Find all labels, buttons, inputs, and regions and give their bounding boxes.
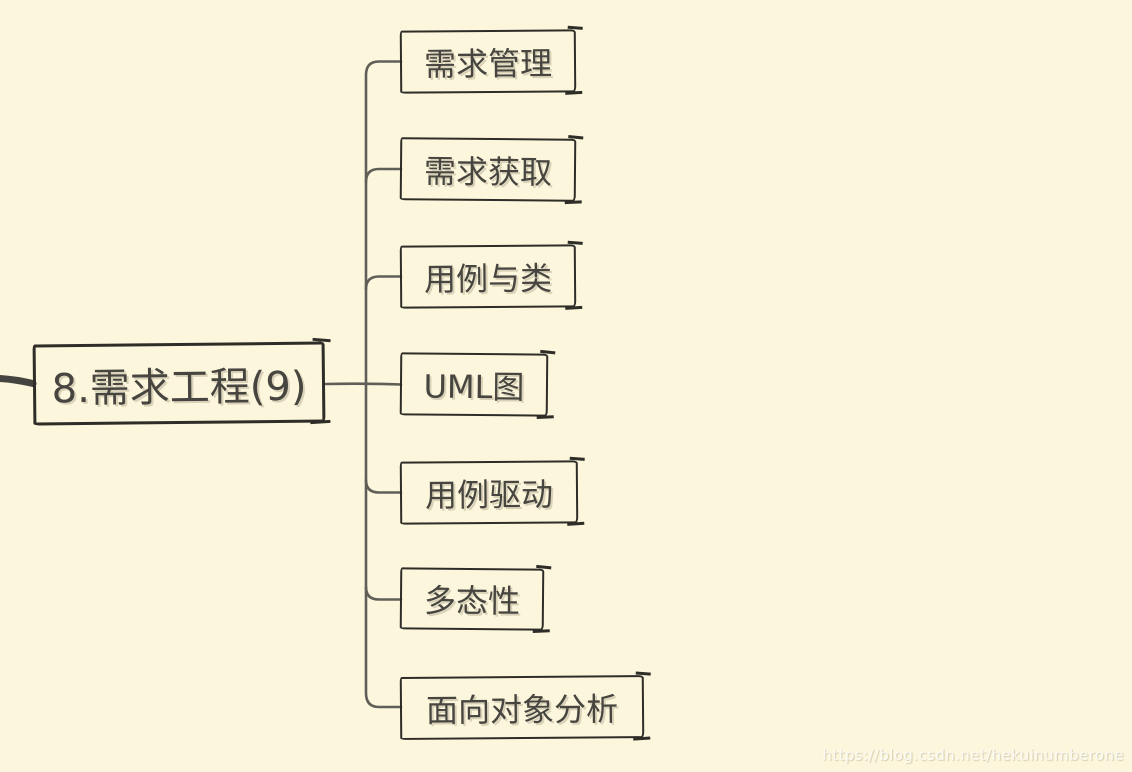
branch-line (364, 585, 403, 601)
subtopic-label: 用例与类 (423, 258, 553, 299)
subtopic-label: 用例驱动 (424, 474, 554, 515)
branch-line (364, 167, 403, 184)
root-branch-line (324, 382, 403, 386)
subtopic-label: UML图 (423, 367, 525, 406)
branch-line (364, 478, 403, 494)
parent-branch-line (0, 375, 37, 387)
branch-line (364, 382, 403, 709)
subtopic-label: 需求管理 (423, 43, 553, 84)
subtopic-node-use-cases-and-classes[interactable]: 用例与类 (399, 244, 577, 309)
subtopic-node-requirements-elicitation[interactable]: 需求获取 (399, 137, 577, 202)
branch-line (364, 275, 403, 291)
watermark-url: https://blog.csdn.net/hekuinumberone (822, 746, 1124, 764)
subtopic-node-object-oriented-analysis[interactable]: 面向对象分析 (399, 675, 645, 740)
subtopic-node-use-case-driven[interactable]: 用例驱动 (399, 460, 579, 525)
subtopic-node-polymorphism[interactable]: 多态性 (399, 567, 545, 631)
branch-line (364, 60, 403, 386)
subtopic-label: 需求获取 (423, 151, 553, 192)
subtopic-label: 多态性 (423, 581, 521, 621)
root-topic-node[interactable]: 8.需求工程(9) (32, 341, 326, 426)
root-topic-label: 8.需求工程(9) (51, 363, 307, 412)
subtopic-node-uml-diagram[interactable]: UML图 (399, 352, 549, 417)
subtopic-node-requirements-management[interactable]: 需求管理 (399, 29, 577, 94)
subtopic-label: 面向对象分析 (425, 689, 619, 730)
